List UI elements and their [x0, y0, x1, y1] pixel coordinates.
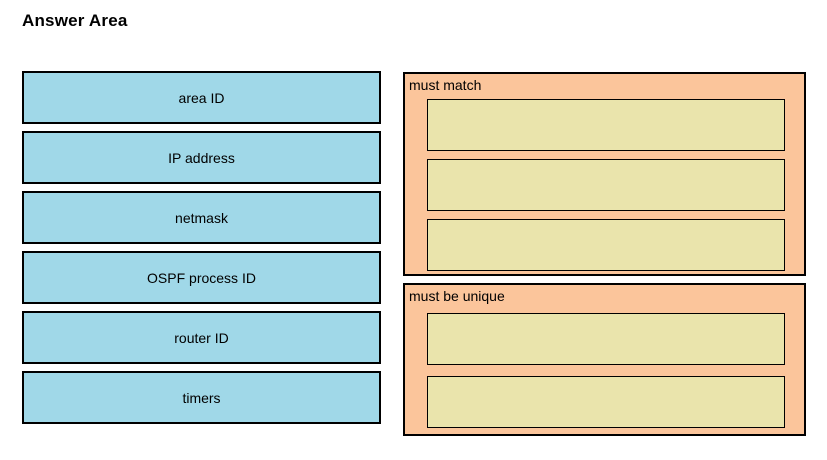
drag-item-label: IP address: [168, 149, 235, 166]
drag-item-label: timers: [182, 389, 221, 406]
drag-item-ospf-process-id[interactable]: OSPF process ID: [22, 251, 381, 304]
drag-item-label: OSPF process ID: [147, 269, 256, 286]
drag-item-router-id[interactable]: router ID: [22, 311, 381, 364]
drag-item-netmask[interactable]: netmask: [22, 191, 381, 244]
drag-item-label: netmask: [175, 209, 228, 226]
drop-slot-must-be-unique-2[interactable]: [427, 376, 785, 428]
drag-item-label: area ID: [178, 89, 225, 106]
drop-group-must-match: must match: [403, 72, 806, 276]
page-title: Answer Area: [22, 11, 128, 30]
drag-item-timers[interactable]: timers: [22, 371, 381, 424]
drop-slot-must-match-2[interactable]: [427, 159, 785, 211]
drop-slot-must-match-3[interactable]: [427, 219, 785, 271]
drop-slot-must-match-1[interactable]: [427, 99, 785, 151]
drop-slot-must-be-unique-1[interactable]: [427, 313, 785, 365]
drag-item-ip-address[interactable]: IP address: [22, 131, 381, 184]
drop-group-must-be-unique: must be unique: [403, 283, 806, 436]
drag-item-area-id[interactable]: area ID: [22, 71, 381, 124]
drag-item-label: router ID: [174, 329, 229, 346]
drop-group-label: must be unique: [409, 288, 505, 304]
drop-group-label: must match: [409, 77, 482, 93]
